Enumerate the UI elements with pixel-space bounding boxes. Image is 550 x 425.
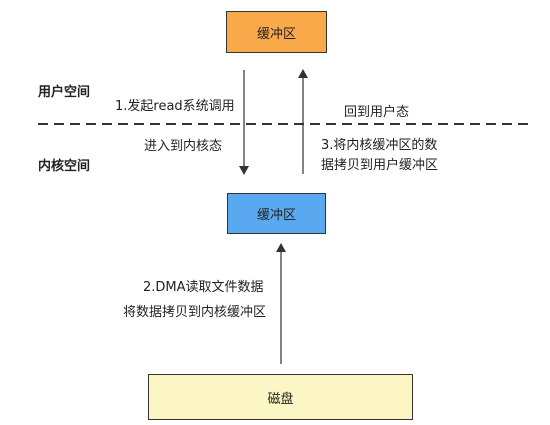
- return-user-label: 回到用户态: [344, 105, 410, 120]
- read-call-label: 1.发起read系统调用: [115, 99, 235, 114]
- user-buffer-box: 缓冲区: [226, 11, 327, 53]
- enter-kernel-label: 进入到内核态: [144, 139, 223, 154]
- kernel-buffer-box: 缓冲区: [227, 193, 326, 234]
- dma-read-label-line2: 将数据拷贝到内核缓冲区: [123, 305, 267, 320]
- disk-box: 磁盘: [148, 374, 413, 420]
- disk-label: 磁盘: [267, 391, 294, 407]
- dma-read-label-line1: 2.DMA读取文件数据: [143, 280, 264, 295]
- kernel-buffer-label: 缓冲区: [256, 208, 296, 223]
- copy-to-user-label-line1: 3.将内核缓冲区的数: [321, 138, 438, 153]
- kernel-space-label: 内核空间: [38, 159, 91, 174]
- copy-to-user-label-line2: 据拷贝到用户缓冲区: [321, 158, 439, 173]
- user-buffer-label: 缓冲区: [256, 26, 296, 42]
- user-space-label: 用户空间: [38, 85, 91, 100]
